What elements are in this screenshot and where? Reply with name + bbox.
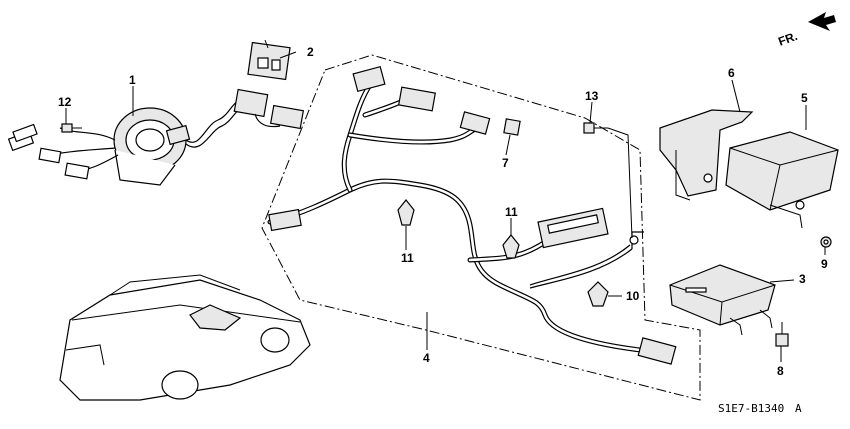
bolt-part-8 — [775, 322, 789, 347]
callout-2: 2 — [307, 45, 314, 59]
callout-3: 3 — [799, 272, 806, 286]
forward-arrow-icon: FR. — [776, 12, 836, 49]
srs-unit-part-5 — [725, 131, 839, 229]
harness-connector-6 — [637, 337, 677, 365]
cover-part-6 — [659, 109, 754, 201]
harness-connector-1 — [352, 65, 386, 93]
callout-8: 8 — [777, 364, 784, 378]
callout-11b: 11 — [505, 205, 518, 219]
bracket-part — [247, 39, 291, 81]
clip-part-11b — [502, 234, 520, 259]
cable-reel-part — [7, 97, 250, 186]
callout-10: 10 — [626, 289, 640, 303]
callout-4: 4 — [423, 351, 430, 365]
harness-connector-2 — [398, 86, 436, 112]
callout-5: 5 — [801, 91, 808, 105]
control-unit-part-3 — [669, 264, 776, 336]
screw-part-12 — [61, 123, 82, 133]
harness-connector-4 — [268, 208, 302, 232]
clip-part-7 — [503, 118, 521, 136]
diagram-code: S1E7-B1340 — [718, 402, 784, 415]
callout-11a: 11 — [401, 251, 414, 265]
callout-12: 12 — [58, 95, 72, 109]
assembly-boundary — [261, 54, 701, 401]
clip-part-10 — [587, 281, 609, 307]
leader-lines — [65, 51, 826, 362]
direction-label: FR. — [776, 29, 799, 49]
reel-connector — [233, 88, 305, 130]
bolt-part-13 — [583, 122, 633, 239]
callout-7: 7 — [502, 156, 509, 170]
callout-13: 13 — [585, 89, 599, 103]
nut-part-9 — [820, 236, 832, 248]
car-outline-icon — [59, 274, 311, 401]
callout-9: 9 — [821, 257, 828, 271]
wire-harness-part — [267, 82, 643, 353]
clip-part-11a — [397, 199, 415, 226]
callout-6: 6 — [728, 66, 735, 80]
callout-1: 1 — [129, 73, 136, 87]
diagram-code-suffix: A — [795, 402, 802, 415]
harness-connector-5 — [537, 207, 609, 249]
harness-connector-3 — [459, 111, 491, 135]
